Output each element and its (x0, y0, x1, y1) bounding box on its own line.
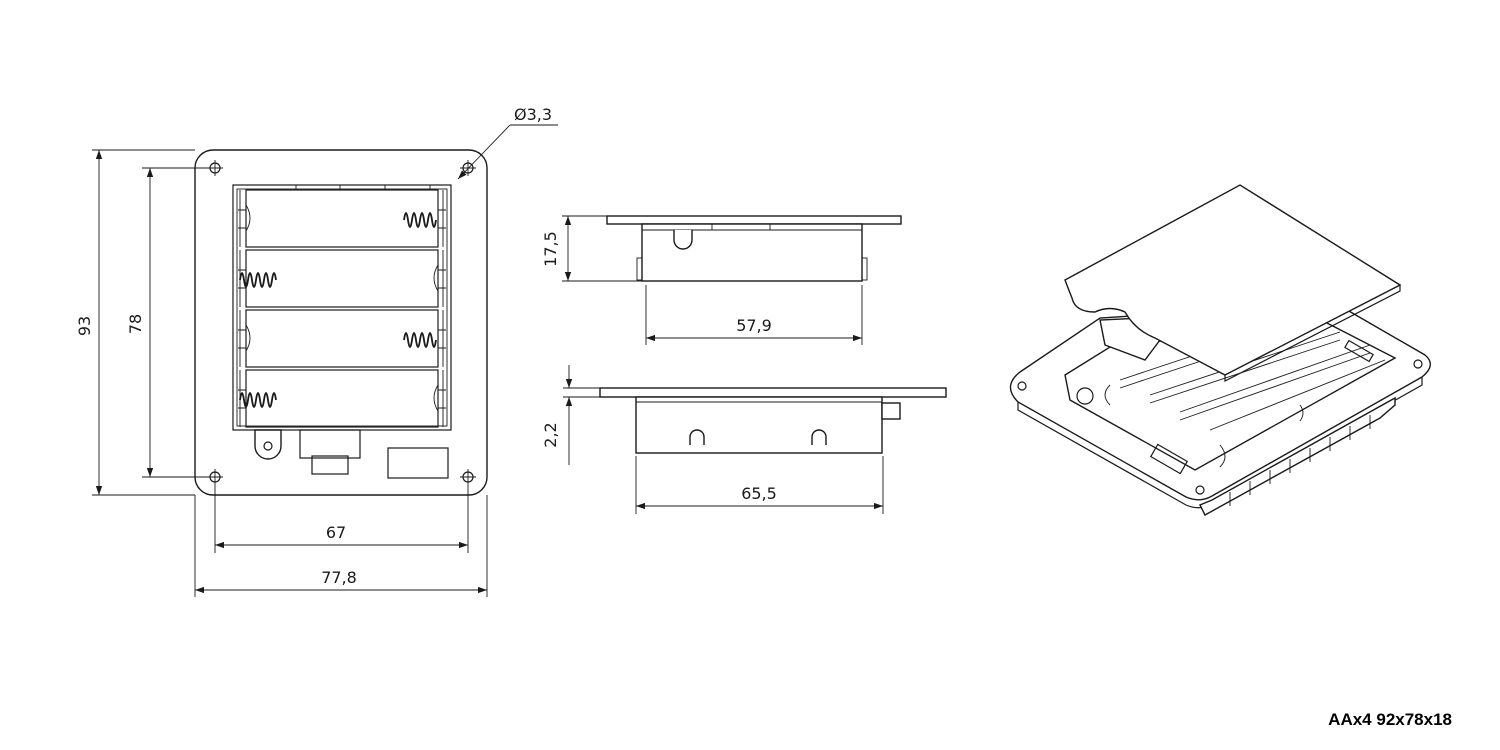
spring-icon (403, 332, 437, 348)
side-tab (673, 230, 693, 250)
bottom-body (635, 396, 883, 454)
model-label: AAx4 92x78x18 (1328, 710, 1452, 729)
hanging-tab (254, 429, 282, 460)
iso-lid (1064, 184, 1402, 376)
spring-icon (239, 272, 277, 288)
bottom-tab (811, 429, 827, 445)
iso-mounting-hole (1195, 485, 1205, 495)
dim-side-depth: 17,5 (541, 231, 560, 267)
dim-overall-height: 93 (75, 316, 94, 336)
side-flange (606, 215, 902, 225)
side-view: 17,5 57,9 (541, 215, 902, 345)
dim-hole-spacing: 67 (326, 523, 346, 542)
battery-cell (245, 309, 439, 368)
front-view: 93 78 67 77,8 Ø3,3 (75, 105, 558, 597)
switch-housing (299, 429, 361, 459)
bottom-view: 2,2 65,5 (541, 365, 947, 514)
battery-cell (245, 189, 439, 248)
dim-overall-width: 77,8 (321, 568, 357, 587)
dim-hole-diameter: Ø3,3 (514, 105, 552, 124)
switch-knob (311, 455, 349, 475)
battery-cell (245, 369, 439, 428)
dim-flange-thickness: 2,2 (541, 422, 560, 447)
dim-bottom-body-width: 65,5 (741, 484, 777, 503)
iso-mounting-hole (1017, 381, 1027, 391)
dim-inner-height: 78 (126, 314, 145, 334)
spring-icon (403, 212, 437, 228)
battery-cell (245, 249, 439, 308)
spring-contacts (239, 212, 437, 408)
dim-side-body-width: 57,9 (736, 316, 772, 335)
label-window (387, 447, 449, 479)
front-plate (194, 149, 488, 496)
bottom-tab (689, 429, 705, 445)
iso-label-window (1149, 443, 1189, 475)
spring-icon (239, 392, 277, 408)
iso-mounting-hole (1413, 359, 1423, 369)
isometric-view (1009, 184, 1431, 516)
bottom-flange (599, 387, 947, 398)
